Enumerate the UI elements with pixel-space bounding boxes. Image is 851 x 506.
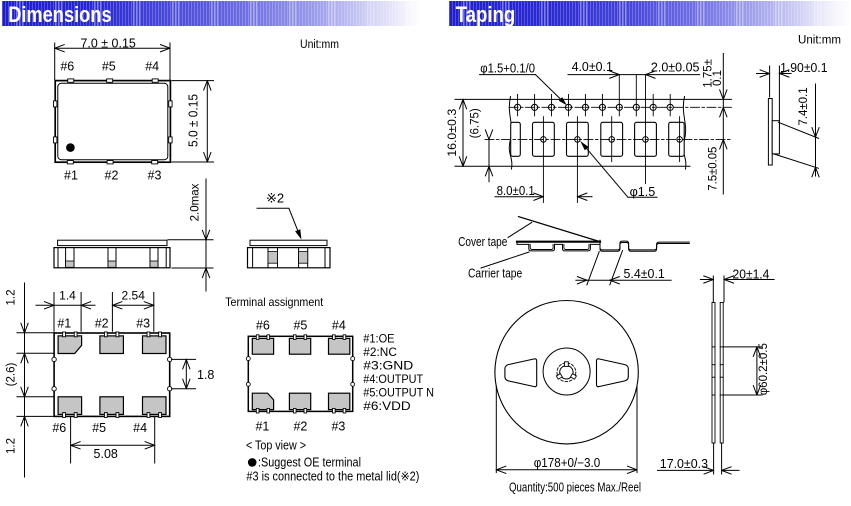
svg-text:※2: ※2 <box>266 191 284 206</box>
svg-text:Dimensions: Dimensions <box>8 2 111 27</box>
svg-text:#5:OUTPUT N: #5:OUTPUT N <box>363 386 434 400</box>
svg-text:#4: #4 <box>332 318 346 332</box>
svg-text:16.0±0.3: 16.0±0.3 <box>445 108 459 156</box>
svg-text:#6: #6 <box>256 318 270 332</box>
svg-text:φ60.2±0.5: φ60.2±0.5 <box>758 343 770 395</box>
svg-text:#1: #1 <box>57 317 71 331</box>
svg-text:Unit:mm: Unit:mm <box>798 35 841 47</box>
svg-text:#3: #3 <box>148 169 162 183</box>
svg-text:Terminal assignment: Terminal assignment <box>225 295 324 309</box>
svg-text:#3: #3 <box>331 420 345 434</box>
svg-text:φ1.5+0.1/0: φ1.5+0.1/0 <box>480 62 535 76</box>
svg-text:17.0±0.3: 17.0±0.3 <box>660 457 708 471</box>
svg-text:#5: #5 <box>102 59 116 73</box>
svg-text:7.4±0.1: 7.4±0.1 <box>798 87 810 125</box>
svg-text:2.54: 2.54 <box>122 288 146 302</box>
svg-text::Suggest OE terminal: :Suggest OE terminal <box>258 456 361 470</box>
svg-text:#6: #6 <box>60 59 74 73</box>
svg-text:#4: #4 <box>133 421 147 435</box>
svg-text:#3 is connected to the metal l: #3 is connected to the metal lid(※2) <box>246 470 419 484</box>
svg-text:#3: #3 <box>136 317 150 331</box>
svg-text:Quantity:500 pieces Max./Reel: Quantity:500 pieces Max./Reel <box>509 481 641 495</box>
svg-text:#5: #5 <box>92 421 106 435</box>
svg-text:#2:NC: #2:NC <box>363 345 397 359</box>
svg-text:20±1.4: 20±1.4 <box>733 268 770 282</box>
svg-text:(2.6): (2.6) <box>6 363 18 387</box>
svg-text:#2: #2 <box>105 169 119 183</box>
svg-text:#6: #6 <box>52 421 66 435</box>
svg-text:#1: #1 <box>255 420 269 434</box>
svg-text:< Top view >: < Top view > <box>246 439 306 453</box>
svg-text:#4:OUTPUT: #4:OUTPUT <box>363 372 424 386</box>
svg-text:#3:GND: #3:GND <box>363 359 413 373</box>
svg-text:2.0max: 2.0max <box>190 183 202 221</box>
svg-text:1.2: 1.2 <box>6 290 18 306</box>
svg-text:1.90±0.1: 1.90±0.1 <box>780 61 827 75</box>
svg-text:Taping: Taping <box>456 2 516 27</box>
svg-text:φ1.5: φ1.5 <box>630 185 656 199</box>
svg-text:#2: #2 <box>293 420 307 434</box>
svg-text:Carrier tape: Carrier tape <box>468 267 522 281</box>
svg-text:5.4±0.1: 5.4±0.1 <box>624 267 665 281</box>
svg-text:0.1: 0.1 <box>712 70 724 86</box>
svg-text:2.0±0.05: 2.0±0.05 <box>651 61 700 75</box>
svg-text:1.75±: 1.75± <box>703 59 715 88</box>
svg-text:(6.75): (6.75) <box>470 108 482 138</box>
svg-text:7.5±0.05: 7.5±0.05 <box>708 147 720 191</box>
svg-text:1.8: 1.8 <box>197 368 214 382</box>
svg-text:5.0 ± 0.15: 5.0 ± 0.15 <box>187 94 201 147</box>
svg-text:8.0±0.1: 8.0±0.1 <box>497 184 535 198</box>
svg-text:#2: #2 <box>95 317 109 331</box>
svg-text:φ178+0/−3.0: φ178+0/−3.0 <box>534 456 601 470</box>
svg-text:1.4: 1.4 <box>59 288 76 302</box>
svg-text:#1: #1 <box>64 169 78 183</box>
svg-text:#6:VDD: #6:VDD <box>363 399 411 413</box>
svg-text:Cover tape: Cover tape <box>458 235 507 249</box>
svg-text:1.2: 1.2 <box>6 438 18 454</box>
svg-text:5.08: 5.08 <box>94 447 118 461</box>
svg-text:#4: #4 <box>145 59 159 73</box>
svg-text:Unit:mm: Unit:mm <box>300 39 339 51</box>
svg-text:#1:OE: #1:OE <box>363 332 394 346</box>
svg-text:4.0±0.1: 4.0±0.1 <box>572 60 613 74</box>
svg-text:7.0 ± 0.15: 7.0 ± 0.15 <box>81 37 136 51</box>
svg-text:#5: #5 <box>293 318 307 332</box>
